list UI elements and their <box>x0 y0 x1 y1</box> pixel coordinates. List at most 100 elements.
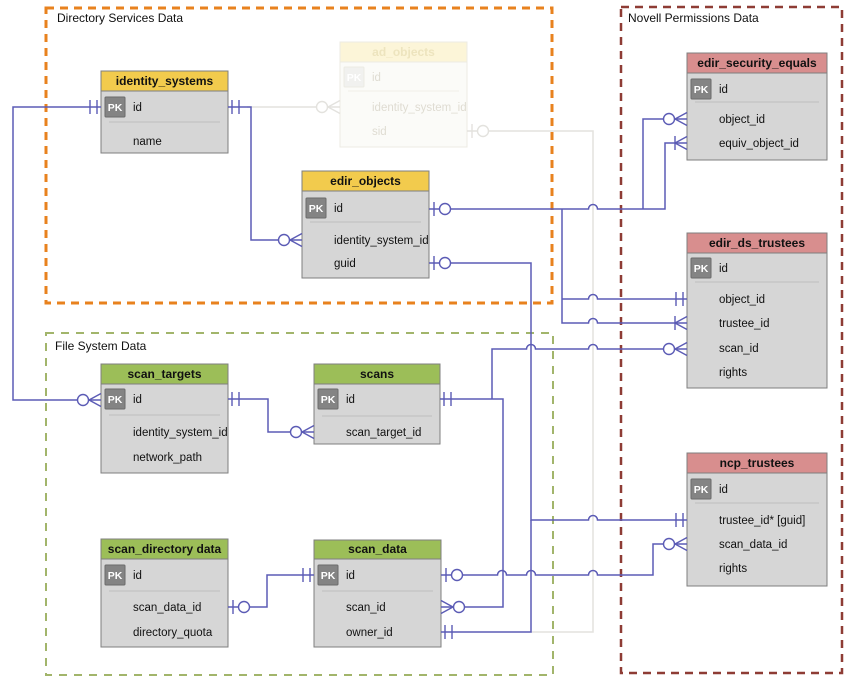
crow-foot <box>674 348 688 357</box>
field-edir_ds_trustees-4[interactable]: rights <box>719 367 747 379</box>
field-edir_ds_trustees-0[interactable]: id <box>719 263 728 275</box>
edge-edir_objects-edir_ds_trustees-trustee[interactable] <box>561 209 688 331</box>
edge-edir_objects-scan_data-owner-line[interactable] <box>441 520 532 633</box>
edge-ad_objects-scan_data-owner-line[interactable] <box>467 130 594 633</box>
edge-identity_systems-ad_objects[interactable] <box>247 99 341 115</box>
field-ncp_trustees-1[interactable]: trustee_id* [guid] <box>719 515 805 527</box>
field-scan_data-1[interactable]: scan_id <box>346 602 386 614</box>
field-edir_ds_trustees-3[interactable]: scan_id <box>719 343 759 355</box>
crow-foot <box>440 599 454 608</box>
edge-edir_objects-edir_ds_trustees-object[interactable] <box>562 292 687 306</box>
zero-circle <box>315 100 329 114</box>
edge-scans-edir_ds_trustees-scan[interactable] <box>491 341 688 400</box>
table-scan_targets-header[interactable] <box>100 363 229 385</box>
field-identity_systems-0[interactable]: id <box>133 102 142 114</box>
edge-scan_data-ncp_trustees-line[interactable] <box>441 543 687 576</box>
field-scan_targets-1[interactable]: identity_system_id <box>133 427 228 439</box>
group-file-system-label: File System Data <box>55 339 147 353</box>
field-identity_systems-1[interactable]: name <box>133 136 162 148</box>
field-edir_objects-2[interactable]: guid <box>334 258 356 270</box>
field-edir_ds_trustees-2[interactable]: trustee_id <box>719 318 770 330</box>
crow-foot <box>674 341 688 350</box>
field-ncp_trustees-3[interactable]: rights <box>719 563 747 575</box>
table-edir_security_equals-header[interactable] <box>686 52 828 74</box>
edge-edir_objects-scan_data-owner[interactable] <box>441 520 532 639</box>
table-edir_security_equals-title: edir_security_equals <box>697 56 817 70</box>
edge-edir_objects-edir_ds_trustees-object-line[interactable] <box>562 293 687 300</box>
zero-circle <box>450 568 464 582</box>
zero-circle <box>438 202 452 216</box>
field-ad_objects-0[interactable]: id <box>372 72 381 84</box>
field-scan_targets-0[interactable]: id <box>133 394 142 406</box>
field-scan_targets-2[interactable]: network_path <box>133 452 202 464</box>
edge-scans-scan_data-scan[interactable] <box>440 392 504 615</box>
edge-edir_objects-edir_security_equals-equiv-line[interactable] <box>429 142 687 210</box>
field-edir_security_equals-0[interactable]: id <box>719 84 728 96</box>
field-scans-1[interactable]: scan_target_id <box>346 427 421 439</box>
table-ad_objects-header[interactable] <box>339 41 468 63</box>
zero-circle <box>662 537 676 551</box>
table-edir_objects-header[interactable] <box>301 170 430 192</box>
edge-ad_objects-scan_data-owner[interactable] <box>467 124 594 633</box>
table-edir_ds_trustees-header[interactable] <box>686 232 828 254</box>
field-scan_data-0[interactable]: id <box>346 570 355 582</box>
crow-foot <box>674 135 688 144</box>
crow-foot <box>674 315 688 324</box>
edge-identity_systems-scan_targets[interactable] <box>12 100 102 408</box>
edge-identity_systems-scan_targets-line[interactable] <box>12 106 101 401</box>
zero-circle <box>662 112 676 126</box>
field-edir_objects-0[interactable]: id <box>334 203 343 215</box>
edge-edir_objects-edir_security_equals-equiv[interactable] <box>429 135 688 216</box>
field-ad_objects-1[interactable]: identity_system_id <box>372 102 467 114</box>
group-file-system: File System Data <box>45 332 554 676</box>
edge-scan_data-ncp_trustees[interactable] <box>441 536 688 583</box>
field-ad_objects-2[interactable]: sid <box>372 126 387 138</box>
edge-edir_objects-edir_security_equals-object[interactable] <box>642 111 688 210</box>
table-scans-header[interactable] <box>313 363 441 385</box>
edge-scan_targets-scans[interactable] <box>228 392 315 440</box>
pk-badge-label-ad_objects: PK <box>347 72 362 84</box>
pk-badge-identity_systems <box>104 96 126 118</box>
field-edir_security_equals-1[interactable]: object_id <box>719 114 765 126</box>
edge-identity_systems-edir_objects-line[interactable] <box>228 106 302 241</box>
pk-badge-ncp_trustees <box>690 478 712 500</box>
pk-badge-label-scan_data: PK <box>321 570 336 582</box>
table-identity_systems-header[interactable] <box>100 70 229 92</box>
crow-foot <box>327 106 341 115</box>
table-scan_directory_data-header[interactable] <box>100 538 229 560</box>
group-novell-permissions: Novell Permissions Data <box>619 5 844 675</box>
edge-edir_objects-ncp_trustees-trustee-line[interactable] <box>429 262 687 521</box>
field-edir_objects-1[interactable]: identity_system_id <box>334 235 429 247</box>
edge-scans-edir_ds_trustees-scan-line[interactable] <box>491 343 687 400</box>
pk-badge-label-scans: PK <box>321 394 336 406</box>
edge-scan_directory_data-scan_data[interactable] <box>228 568 314 614</box>
edge-scans-scan_data-scan-line[interactable] <box>440 398 504 608</box>
field-scans-0[interactable]: id <box>346 394 355 406</box>
field-scan_directory_data-0[interactable]: id <box>133 570 142 582</box>
group-directory-services-label: Directory Services Data <box>57 11 183 25</box>
field-scan_data-2[interactable]: owner_id <box>346 627 393 639</box>
table-scan_data-header[interactable] <box>313 539 442 560</box>
field-scan_directory_data-1[interactable]: scan_data_id <box>133 602 201 614</box>
edge-identity_systems-edir_objects[interactable] <box>228 100 303 248</box>
edge-edir_objects-edir_ds_trustees-trustee-line[interactable] <box>561 209 687 324</box>
field-edir_ds_trustees-1[interactable]: object_id <box>719 294 765 306</box>
field-scan_directory_data-2[interactable]: directory_quota <box>133 627 213 639</box>
edge-scan_targets-scans-line[interactable] <box>228 398 314 433</box>
field-ncp_trustees-0[interactable]: id <box>719 484 728 496</box>
field-ncp_trustees-2[interactable]: scan_data_id <box>719 539 787 551</box>
edge-edir_objects-ncp_trustees-trustee[interactable] <box>429 256 687 527</box>
field-edir_security_equals-2[interactable]: equiv_object_id <box>719 138 799 150</box>
table-ncp_trustees-header[interactable] <box>686 452 828 474</box>
